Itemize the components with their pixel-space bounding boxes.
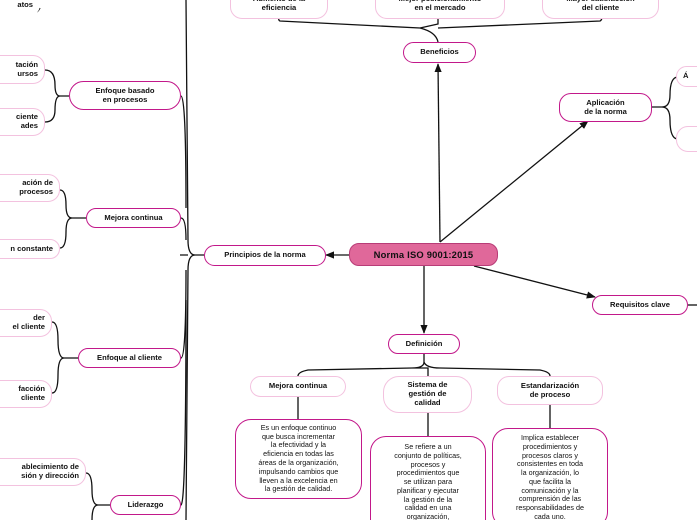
definicion-mejora-continua[interactable]: Mejora continua (250, 376, 346, 397)
principio-liderazgo[interactable]: Liderazgo (110, 495, 181, 515)
enfoque-child-recursos-label: tación ursos (15, 59, 38, 78)
edge-root-requisitos (473, 265, 596, 299)
beneficios-node[interactable]: Beneficios (403, 42, 476, 63)
principios-label: Principios de la norma (224, 250, 306, 260)
edge-trunk-to-enfoque (180, 95, 187, 209)
beneficio-eficiencia-label: Aumento de la eficiencia (253, 0, 305, 12)
definicion-mejora-text: Es un enfoque continuo que busca increme… (235, 419, 362, 499)
beneficio-satisfaccion[interactable]: Mayor satisfacción del cliente (542, 0, 659, 19)
beneficio-satisfaccion-label: Mayor satisfacción del cliente (566, 0, 634, 12)
definicion-mejora-text-content: Es un enfoque continuo que busca increme… (258, 422, 339, 494)
requisitos-label: Requisitos clave (610, 299, 670, 309)
beneficio-eficiencia[interactable]: Aumento de la eficiencia (230, 0, 328, 19)
edge-enfoque-children (44, 69, 69, 123)
cliente-child-satisfaccion-label: facción cliente (18, 384, 45, 402)
definicion-sistema-gestion[interactable]: Sistema de gestión de calidad (383, 376, 472, 413)
liderazgo-child-vision-label: ablecimiento de sión y dirección (21, 462, 79, 480)
enfoque-child-top[interactable]: atos (0, 0, 40, 16)
principio-mejora-continua-label: Mejora continua (104, 212, 163, 222)
edge-trunk-to-cliente (180, 269, 187, 359)
edge-mejora-children (59, 189, 86, 249)
mejora-child-constante[interactable]: n constante (0, 239, 60, 259)
definicion-sistema-text: Se refiere a un conjunto de políticas, p… (370, 436, 486, 520)
mejora-child-procesos-label: ación de procesos (19, 178, 53, 196)
definicion-node[interactable]: Definición (388, 334, 460, 354)
definicion-estandarizacion-text-content: Implica establecer procedimientos y proc… (516, 433, 584, 520)
root-label: Norma ISO 9001:2015 (373, 248, 474, 260)
definicion-estandarizacion-label: Estandarización de proceso (520, 380, 580, 399)
edge-beneficios-children (278, 16, 603, 43)
edge-cliente-children (51, 321, 78, 394)
principio-enfoque-procesos-label: Enfoque basado en procesos (95, 85, 155, 104)
liderazgo-child-vision[interactable]: ablecimiento de sión y dirección (0, 458, 86, 486)
enfoque-child-recursos[interactable]: tación ursos (0, 55, 45, 84)
cliente-child-satisfaccion[interactable]: facción cliente (0, 380, 52, 408)
definicion-estandarizacion-text: Implica establecer procedimientos y proc… (492, 428, 608, 520)
edge-trunk-to-liderazgo (180, 299, 187, 506)
definicion-mejora-continua-label: Mejora continua (268, 381, 328, 391)
definicion-estandarizacion[interactable]: Estandarización de proceso (497, 376, 603, 405)
mejora-child-procesos[interactable]: ación de procesos (0, 174, 60, 202)
enfoque-child-eficiente[interactable]: ciente ades (0, 108, 45, 136)
edge-aplicacion-children (652, 76, 679, 140)
aplicacion-child-1[interactable]: Á (676, 66, 697, 87)
aplicacion-child-1-label: Á (683, 71, 689, 81)
edge-principios-trunk (180, 0, 204, 520)
beneficios-label: Beneficios (420, 47, 459, 57)
definicion-sistema-text-content: Se refiere a un conjunto de políticas, p… (394, 442, 462, 520)
principio-liderazgo-label: Liderazgo (127, 499, 164, 509)
cliente-child-entender[interactable]: der el cliente (0, 309, 52, 337)
enfoque-child-top-label: atos (17, 0, 33, 9)
principios-node[interactable]: Principios de la norma (204, 245, 326, 266)
aplicacion-child-2[interactable] (676, 126, 697, 152)
beneficio-posicionamiento[interactable]: Mejor posicionamiento en el mercado (375, 0, 505, 19)
mejora-child-constante-label: n constante (10, 243, 53, 253)
edge-trunk-to-mejora (180, 217, 187, 241)
edge-lider-children (85, 472, 110, 520)
edge-root-beneficios (434, 63, 442, 243)
principio-mejora-continua[interactable]: Mejora continua (86, 208, 181, 228)
cliente-child-entender-label: der el cliente (12, 313, 46, 331)
edge-definicion-children (297, 354, 551, 377)
root-node[interactable]: Norma ISO 9001:2015 (349, 243, 498, 266)
enfoque-child-eficiente-label: ciente ades (16, 112, 38, 130)
principio-enfoque-cliente[interactable]: Enfoque al cliente (78, 348, 181, 368)
principio-enfoque-cliente-label: Enfoque al cliente (97, 352, 162, 362)
aplicacion-label: Aplicación de la norma (584, 97, 627, 116)
definicion-sistema-gestion-label: Sistema de gestión de calidad (407, 380, 448, 407)
beneficio-posicionamiento-label: Mejor posicionamiento en el mercado (399, 0, 482, 12)
requisitos-node[interactable]: Requisitos clave (592, 295, 688, 315)
principio-enfoque-procesos[interactable]: Enfoque basado en procesos (69, 81, 181, 110)
definicion-label: Definición (405, 338, 443, 348)
aplicacion-node[interactable]: Aplicación de la norma (559, 93, 652, 122)
edge-root-aplicacion (439, 120, 589, 243)
